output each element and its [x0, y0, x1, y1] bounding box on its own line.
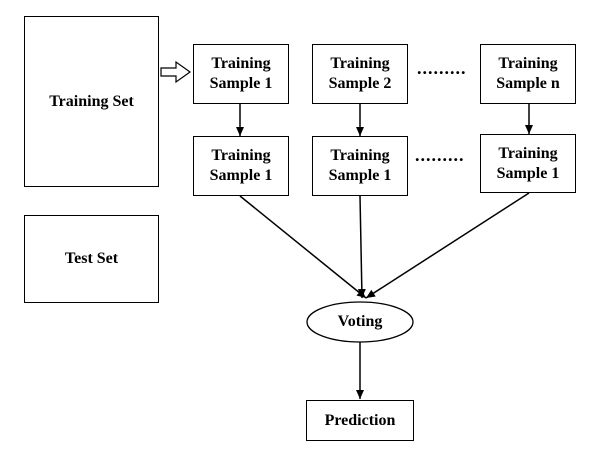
- sample-label-line2: Sample 2: [328, 75, 392, 92]
- sample-label-line2: Sample 1: [209, 167, 273, 184]
- ellipsis-row1: .........: [417, 58, 467, 78]
- training-set-label: Training Set: [49, 92, 134, 110]
- arrow-left-to-voting: [239, 195, 367, 299]
- hollow-arrow-icon: [160, 60, 192, 84]
- sample-label-line1: Training: [330, 147, 390, 164]
- sample-label-line1: Training: [211, 147, 271, 164]
- sample-label-line1: Training: [498, 144, 558, 162]
- sample-label-line1: Training: [211, 55, 271, 72]
- sample-label-line2: Sample 1: [328, 167, 392, 184]
- sample-label-line2: Sample 1: [496, 164, 560, 182]
- sample-label-line2: Sample 1: [209, 75, 273, 92]
- training-sample-box-row1-1: Training Sample 1: [193, 44, 289, 104]
- arrow-center-to-voting: [357, 195, 366, 299]
- prediction-box: Prediction: [306, 400, 414, 441]
- test-set-label: Test Set: [64, 250, 119, 267]
- ellipsis-row2: .........: [415, 145, 465, 165]
- training-sample-box-row2-1: Training Sample 1: [193, 136, 289, 196]
- sample-label-line1: Training: [330, 55, 390, 72]
- arrow-right-to-voting: [365, 192, 530, 299]
- training-sample-box-row1-n: Training Sample n: [480, 44, 576, 104]
- voting-label: Voting: [337, 313, 383, 330]
- prediction-label: Prediction: [324, 411, 396, 429]
- sample-label-line2: Sample n: [496, 75, 560, 92]
- training-sample-box-row1-2: Training Sample 2: [312, 44, 408, 104]
- test-set-box: Test Set: [24, 215, 159, 303]
- sample-label-line1: Training: [498, 55, 558, 72]
- training-sample-box-row2-3: Training Sample 1: [480, 134, 576, 193]
- training-sample-box-row2-2: Training Sample 1: [312, 136, 408, 196]
- training-set-box: Training Set: [24, 16, 159, 187]
